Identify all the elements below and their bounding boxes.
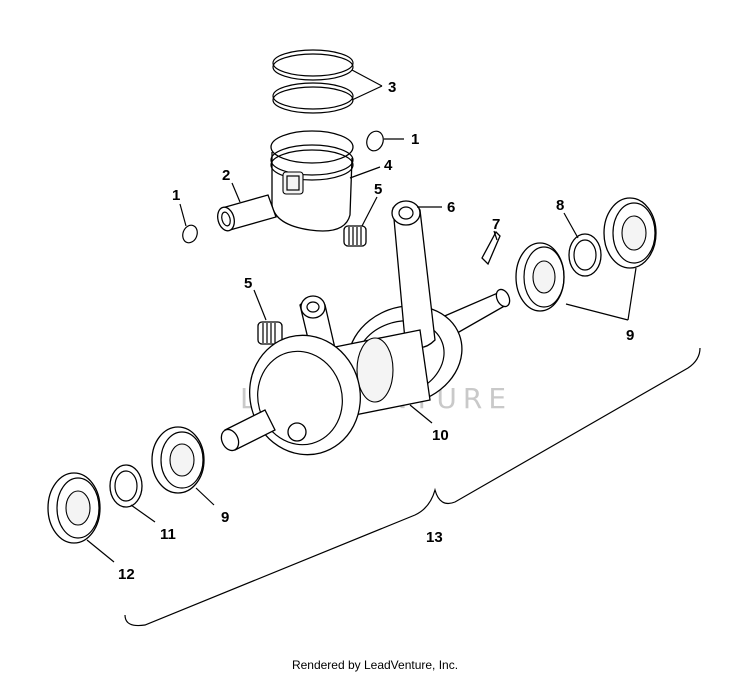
woodruff-key	[481, 230, 501, 266]
piston	[270, 130, 354, 232]
callout-12: 12	[118, 566, 135, 583]
bearing-left-inner	[151, 426, 205, 494]
callout-11: 11	[160, 526, 176, 543]
bearing-right-outer	[603, 197, 657, 269]
footer-credit: Rendered by LeadVenture, Inc.	[291, 658, 459, 672]
circlip-left	[182, 224, 198, 244]
callout-5-lower: 5	[244, 275, 252, 292]
callouts: 1 1 2 3 4 5 5 6 7 8 9 9 10 11 12 13	[118, 79, 634, 583]
callout-6: 6	[447, 199, 455, 216]
bearing-left-outer	[47, 472, 101, 544]
callout-9-right: 9	[626, 327, 634, 344]
callout-5-upper: 5	[374, 181, 382, 198]
callout-7: 7	[492, 216, 500, 233]
group-bracket	[124, 347, 701, 627]
seal-right	[568, 233, 602, 277]
callout-13: 13	[426, 529, 443, 546]
seal-left	[109, 464, 143, 508]
circlip-right	[366, 130, 384, 152]
needle-bearing-lower	[257, 321, 283, 345]
piston-rings	[272, 49, 354, 114]
callout-9-left: 9	[221, 509, 229, 526]
callout-1-left: 1	[172, 187, 180, 204]
callout-3: 3	[388, 79, 396, 96]
leader-lines	[86, 69, 637, 563]
callout-2: 2	[222, 167, 230, 184]
callout-1-right: 1	[411, 131, 419, 148]
crankshaft-assembly	[220, 200, 511, 456]
callout-8: 8	[556, 197, 564, 214]
callout-4: 4	[384, 157, 393, 174]
bearing-right-inner	[515, 242, 565, 312]
piston-pin	[217, 194, 277, 232]
callout-10: 10	[432, 427, 449, 444]
needle-bearing-upper	[343, 225, 367, 247]
